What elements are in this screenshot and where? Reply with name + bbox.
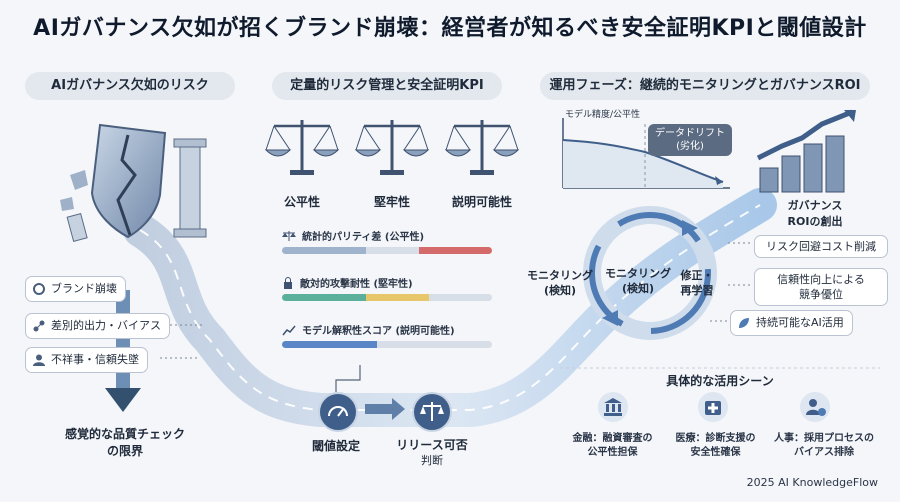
- scene-medical-line2: 安全性確保: [690, 447, 741, 458]
- drift-callout-line1: データドリフト: [655, 128, 725, 139]
- manual-check-limit-line2: の限界: [106, 444, 143, 458]
- cycle-fix: 修正・ 再学習: [672, 268, 722, 298]
- cycle-monitor-outer-line1: モニタリング: [527, 269, 593, 282]
- balance-scales: [264, 120, 520, 175]
- kpi-bar-segment: [418, 247, 492, 254]
- cycle-fix-line1: 修正・: [680, 269, 714, 282]
- kpi-row-explainability: モデル解釈性スコア (説明可能性): [282, 322, 492, 348]
- scene-hr-line1: 人事：採用プロセスの: [774, 433, 874, 444]
- roi-label-line2: ROIの創出: [787, 215, 843, 228]
- risk-tag-brand-collapse: ブランド崩壊: [25, 276, 126, 302]
- kpi-bar-segment: [282, 341, 377, 348]
- scale-icon: [354, 120, 430, 175]
- scale-icon: [444, 120, 520, 175]
- release-decision-label: リリース可否 判断: [392, 437, 472, 469]
- cycle-monitor-outer: モニタリング (検知): [520, 268, 600, 298]
- chart-ylabel: モデル精度/公平性: [565, 110, 641, 120]
- roi-coins-icon: [756, 109, 856, 193]
- kpi-row-header: 統計的パリティ差 (公平性): [282, 228, 492, 243]
- scale-label-robustness: 堅牢性: [373, 195, 410, 209]
- kpi-row-parity: 統計的パリティ差 (公平性): [282, 228, 492, 254]
- risk-tag-scandal: 不祥事・信頼失墜: [25, 347, 148, 373]
- monitoring-cycle: [583, 206, 717, 340]
- release-decision-line2: 判断: [421, 454, 443, 467]
- network-icon: [32, 319, 46, 333]
- kpi-bar-segment: [429, 294, 492, 301]
- kpi-row-robustness: 敵対的攻撃耐性 (堅牢性): [282, 275, 492, 301]
- benefit-tag-label: リスク回避コスト削減: [766, 240, 876, 253]
- risk-tag-bias: 差別的出力・バイアス: [25, 313, 170, 339]
- kpi-label: 統計的パリティ差 (公平性): [302, 232, 425, 243]
- scene-medical-line1: 医療：診断支援の: [675, 433, 756, 444]
- release-scale-icon: [412, 392, 452, 432]
- scene-finance-line1: 金融：融資審査の: [572, 433, 653, 444]
- scale-icon: [264, 120, 340, 175]
- kpi-bar-segment: [366, 247, 419, 254]
- scene-hr: 人事：採用プロセスの バイアス排除: [765, 432, 883, 460]
- kpi-bar-segment: [376, 341, 492, 348]
- drift-callout-line2: (劣化): [676, 141, 704, 152]
- scale-label-explainability: 説明可能性: [451, 195, 512, 209]
- trend-icon: [282, 324, 296, 336]
- scale-label-fairness: 公平性: [283, 195, 320, 209]
- cycle-monitor-inner-line1: モニタリング: [605, 267, 671, 280]
- manual-check-limit: 感覚的な品質チェック の限界: [50, 426, 200, 460]
- kpi-row-header: 敵対的攻撃耐性 (堅牢性): [282, 275, 492, 290]
- risk-tag-label: ブランド崩壊: [51, 282, 117, 295]
- kpi-bar: [282, 294, 492, 301]
- cycle-monitor-outer-line2: (検知): [543, 284, 577, 297]
- scene-finance: 金融：融資審査の 公平性担保: [560, 432, 665, 460]
- kpi-bar: [282, 247, 492, 254]
- manual-check-limit-line1: 感覚的な品質チェック: [64, 427, 185, 441]
- footer-credit: 2025 AI KnowledgeFlow: [746, 476, 878, 489]
- kpi-bar-segment: [366, 294, 429, 301]
- release-decision-line1: リリース可否: [396, 438, 468, 452]
- kpi-label: モデル解釈性スコア (説明可能性): [302, 326, 455, 337]
- cycle-monitor-inner-line2: (検知): [621, 282, 655, 295]
- benefit-tag-sustainable: 持続可能なAI活用: [730, 310, 853, 336]
- kpi-bar: [282, 341, 492, 348]
- benefit-tag-label: 競争優位: [799, 288, 843, 301]
- cycle-monitor-inner: モニタリング (検知): [598, 266, 678, 296]
- gauge-icon: [318, 392, 358, 432]
- roi-label: ガバナンス ROIの創出: [765, 198, 865, 230]
- medical-icon: [698, 392, 728, 422]
- risk-tag-label: 差別的出力・バイアス: [51, 319, 161, 332]
- bank-icon: [598, 392, 628, 422]
- benefit-tag-label: 信頼性向上による: [777, 273, 865, 286]
- kpi-bar-segment: [282, 294, 366, 301]
- roi-label-line1: ガバナンス: [787, 199, 843, 212]
- scene-finance-line2: 公平性担保: [587, 447, 638, 458]
- scene-medical: 医療：診断支援の 安全性確保: [663, 432, 768, 460]
- scale-small-icon: [282, 230, 296, 242]
- benefit-tag-label: 持続可能なAI活用: [756, 316, 844, 329]
- cycle-fix-line2: 再学習: [680, 284, 714, 297]
- section-middle-header: 定量的リスク管理と安全証明KPI: [272, 72, 502, 100]
- kpi-bar-segment: [282, 247, 366, 254]
- gear-icon: [32, 282, 46, 296]
- drift-chart: [562, 118, 730, 189]
- drift-callout: データドリフト (劣化): [648, 124, 732, 156]
- benefit-tag-cost: リスク回避コスト削減: [754, 235, 888, 258]
- scene-hr-line2: バイアス排除: [794, 447, 854, 458]
- risk-tag-label: 不祥事・信頼失墜: [51, 353, 139, 366]
- broken-shield-icon: [60, 123, 207, 242]
- leaf-icon: [737, 316, 751, 330]
- section-left-header: AIガバナンス欠如のリスク: [25, 72, 235, 100]
- kpi-label: 敵対的攻撃耐性 (堅牢性): [300, 279, 413, 290]
- kpi-row-header: モデル解釈性スコア (説明可能性): [282, 322, 492, 337]
- page-title: AIガバナンス欠如が招くブランド崩壊：経営者が知るべき安全証明KPIと閾値設計: [33, 16, 867, 41]
- benefit-tag-trust: 信頼性向上による 競争優位: [754, 268, 888, 306]
- threshold-label: 閾値設定: [311, 439, 360, 453]
- scenes-title: 具体的な活用シーン: [666, 374, 774, 388]
- person-icon: [32, 353, 46, 367]
- hr-person-icon: [800, 392, 830, 422]
- lock-icon: [282, 276, 294, 289]
- section-right-header: 運用フェーズ：継続的モニタリングとガバナンスROI: [540, 72, 870, 100]
